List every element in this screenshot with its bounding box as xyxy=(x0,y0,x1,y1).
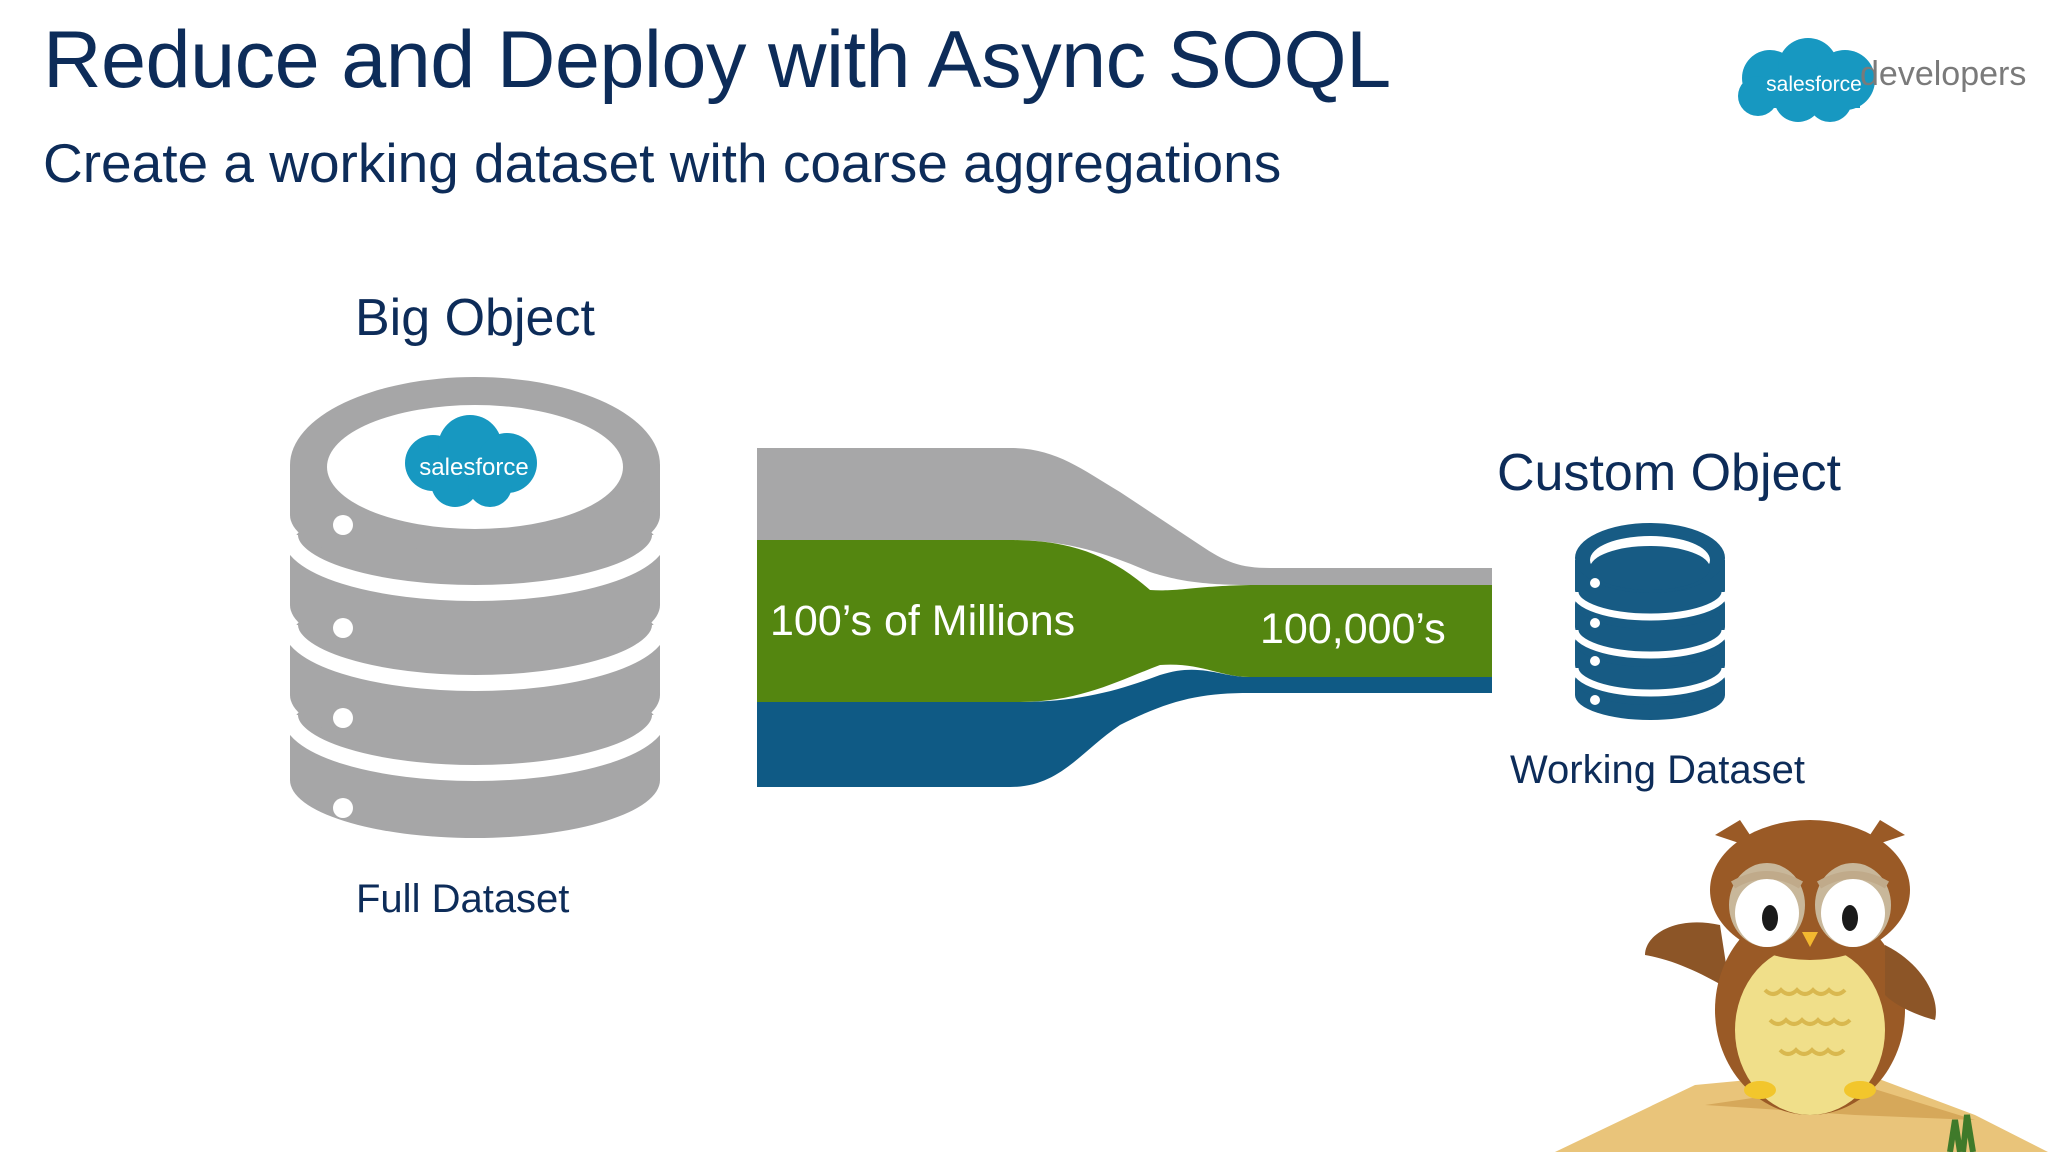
funnel-gray-band xyxy=(757,448,1492,585)
working-dataset-caption: Working Dataset xyxy=(1510,748,1805,792)
big-object-database-icon: salesforce xyxy=(285,377,665,838)
slide-title: Reduce and Deploy with Async SOQL xyxy=(43,15,1391,105)
custom-object-database-icon xyxy=(1571,523,1729,720)
brand-developers-text: developers xyxy=(1860,55,2027,93)
custom-object-heading: Custom Object xyxy=(1497,444,1841,502)
funnel-input-label: 100’s of Millions xyxy=(770,597,1076,645)
funnel-output-label: 100,000’s xyxy=(1260,605,1446,653)
funnel-blue-band xyxy=(757,669,1492,787)
full-dataset-caption: Full Dataset xyxy=(356,877,570,921)
big-object-logo-text: salesforce xyxy=(419,454,528,481)
funnel-green-band xyxy=(757,540,1492,702)
salesforce-cloud-logo-icon: salesforce xyxy=(1738,38,1875,122)
big-object-heading: Big Object xyxy=(355,289,595,347)
slide-subtitle: Create a working dataset with coarse agg… xyxy=(43,132,1282,194)
brand-logo-text: salesforce xyxy=(1766,73,1862,96)
owl-mascot-icon xyxy=(1555,820,2048,1152)
